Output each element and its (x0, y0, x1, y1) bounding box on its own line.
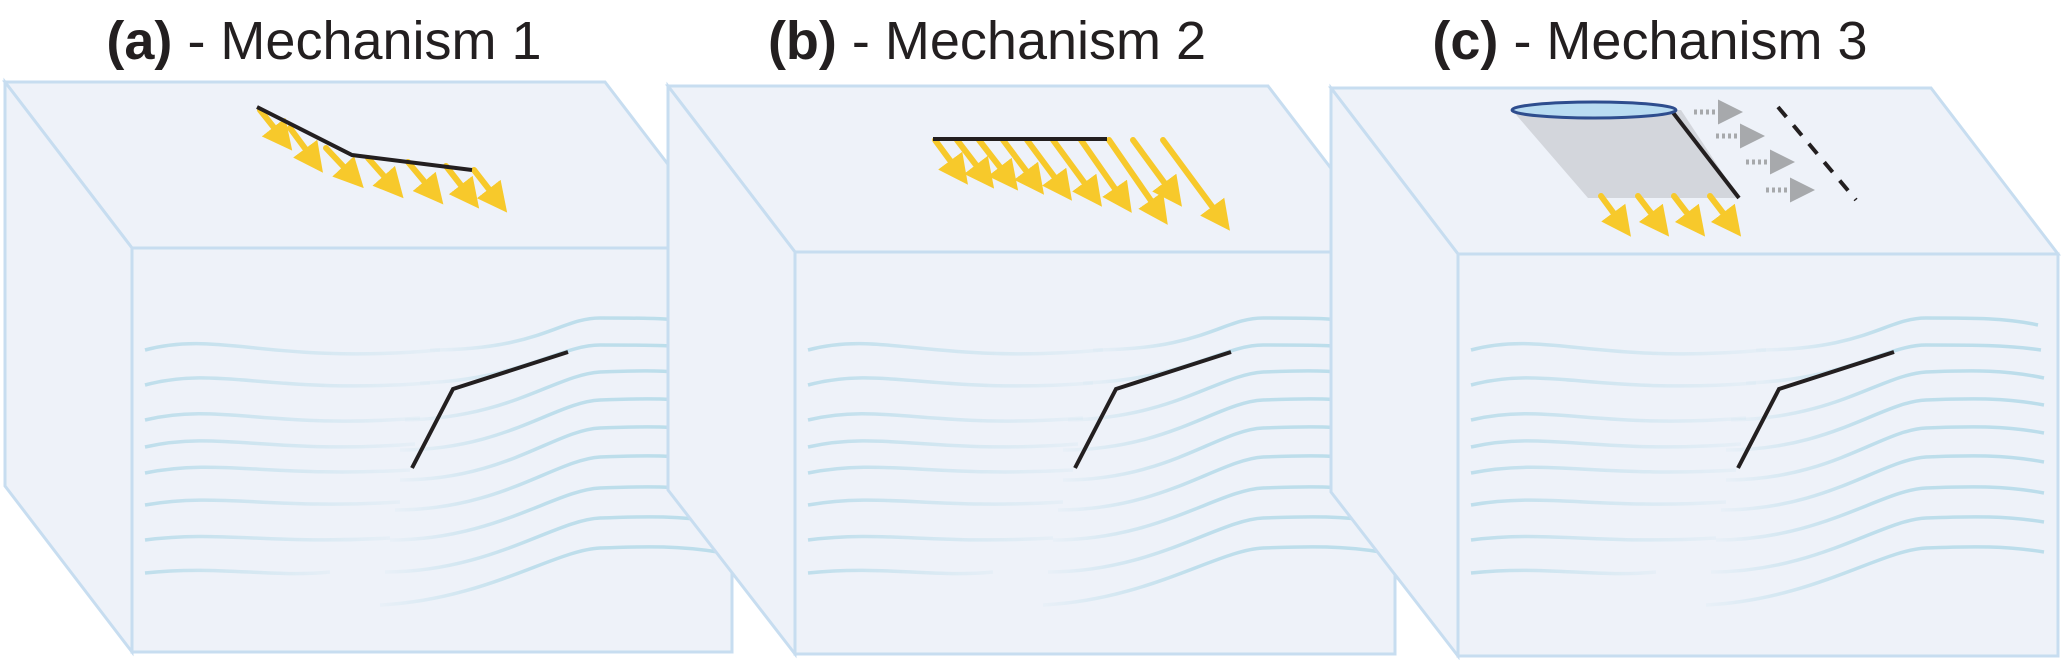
fault-trace-section (1736, 350, 1895, 469)
injection-ellipse (1510, 100, 1678, 120)
strata-layers (1470, 316, 2045, 607)
fault-trace-surface (1669, 108, 1741, 200)
fault-trace-surface (256, 105, 473, 172)
block-diagram (664, 81, 1399, 659)
panel-letter: (c) (1432, 11, 1499, 71)
panel-b: (b) - Mechanism 2 (663, 0, 1399, 660)
panel-c: (c) - Mechanism 3 (1326, 0, 2062, 660)
fault-trace-section (1073, 350, 1232, 469)
fault-trace-section (410, 350, 569, 469)
block-diagram (1, 77, 736, 657)
future-fault-trace (1776, 105, 1858, 202)
panel-label: - Mechanism 1 (187, 11, 542, 71)
slip-vectors (1598, 193, 1742, 237)
slip-vectors (257, 107, 508, 213)
slip-vectors (932, 137, 1230, 231)
block-diagram (1327, 83, 2062, 660)
panel-letter: (a) (106, 11, 173, 71)
fault-plane-shade (1512, 110, 1739, 198)
migration-arrows (1694, 99, 1816, 203)
panel-title: (a) - Mechanism 1 (0, 10, 668, 72)
panel-letter: (b) (767, 11, 837, 71)
panel-label: - Mechanism 2 (851, 11, 1207, 71)
block-front-face (793, 250, 1397, 656)
panel-label: - Mechanism 3 (1513, 11, 1868, 71)
panel-a: (a) - Mechanism 1 (0, 0, 736, 660)
panel-title: (b) - Mechanism 2 (643, 10, 1331, 72)
panel-title: (c) - Mechanism 3 (1306, 10, 1994, 72)
